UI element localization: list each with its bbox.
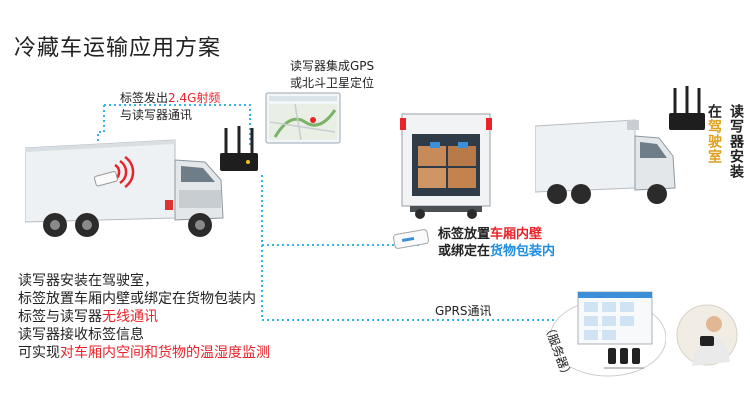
tag-placement-prefix2: 或绑定在	[438, 244, 491, 259]
description: 读写器安装在驾驶室， 标签放置车厢内壁或绑定在货物包装内 标签与读写器无线通讯 …	[18, 272, 270, 362]
rfid-tag-icon	[392, 228, 434, 252]
gprs-link	[261, 245, 555, 321]
tag-placement-highlight1: 车厢内壁	[490, 227, 543, 242]
tag-label-prefix: 标签发出	[120, 91, 169, 105]
description-line3-prefix: 标签与读写器	[18, 309, 102, 325]
description-line4: 读写器接收标签信息	[18, 327, 144, 343]
tag-reader-link	[97, 104, 251, 148]
description-line3-highlight: 无线通讯	[102, 309, 158, 325]
tag-placement-prefix1: 标签放置	[438, 227, 491, 242]
reader-gps-line1: 读写器集成GPS	[290, 59, 375, 73]
tag-placement-label: 标签放置车厢内壁 或绑定在货物包装内	[438, 226, 555, 260]
dashboard-screen-icon	[548, 288, 667, 378]
reader-gps-line2: 或北斗卫星定位	[290, 76, 375, 90]
reader-device-icon	[218, 126, 260, 176]
tag-label-highlight: 2.4G射频	[168, 91, 221, 105]
reader-cab-col1: 读写器安装	[728, 104, 744, 179]
description-line5-prefix: 可实现	[18, 345, 60, 361]
cargo-box-icon	[400, 112, 492, 220]
page-title: 冷藏车运输应用方案	[14, 36, 222, 61]
reader-cab-col2: 在驾驶室	[706, 104, 722, 164]
truck-icon	[24, 130, 235, 245]
tag-label-line2: 与读写器通讯	[120, 108, 193, 122]
reader-device-icon-right	[668, 86, 706, 134]
gprs-label: GPRS通讯	[435, 304, 492, 318]
description-line2: 标签放置车厢内壁或绑定在货物包装内	[18, 291, 256, 307]
tag-placement-highlight2: 货物包装内	[490, 244, 556, 259]
reader-cab-label: 读写器安装 在驾驶室	[704, 104, 746, 179]
tag-label: 标签发出2.4G射频 与读写器通讯	[120, 90, 220, 124]
reader-gps-label: 读写器集成GPS 或北斗卫星定位	[290, 58, 374, 92]
description-line1: 读写器安装在驾驶室，	[18, 273, 158, 289]
description-line5-highlight: 对车厢内空间和货物的温湿度监测	[60, 345, 270, 361]
map-screen-icon	[265, 92, 341, 147]
person-icon	[676, 300, 738, 370]
truck-icon-right	[534, 118, 685, 210]
